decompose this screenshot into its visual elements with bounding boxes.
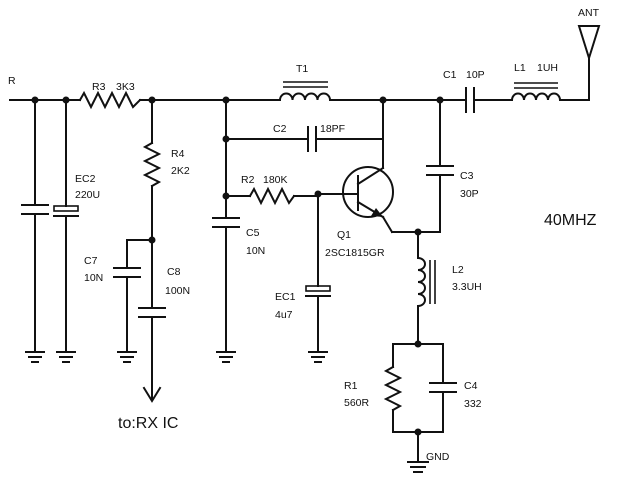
label-ec2-value: 220U bbox=[75, 189, 100, 201]
label-c3-value: 30P bbox=[460, 188, 479, 200]
label-q1-part: 2SC1815GR bbox=[325, 247, 385, 259]
label-r4-ref: R4 bbox=[171, 148, 185, 160]
label-c8-ref: C8 bbox=[167, 266, 181, 278]
t1-transformer bbox=[278, 81, 332, 102]
c5-capacitor bbox=[212, 99, 240, 353]
ground-symbol bbox=[56, 351, 76, 363]
label-l1-value: 1UH bbox=[537, 62, 558, 74]
c1-capacitor bbox=[465, 87, 485, 113]
label-ec2-ref: EC2 bbox=[75, 173, 96, 185]
label-c8-value: 100N bbox=[165, 285, 190, 297]
label-r3-ref: R3 bbox=[92, 81, 106, 93]
label-r2-ref: R2 bbox=[241, 174, 255, 186]
label-antenna: ANT bbox=[578, 7, 600, 19]
label-c5-ref: C5 bbox=[246, 227, 260, 239]
label-ec1-value: 4u7 bbox=[275, 309, 293, 321]
label-frequency: 40MHZ bbox=[544, 212, 597, 229]
c3-capacitor bbox=[417, 99, 454, 233]
label-c4-value: 332 bbox=[464, 398, 482, 410]
label-r1-ref: R1 bbox=[344, 380, 358, 392]
label-c7-value: 10N bbox=[84, 272, 103, 284]
q1-transistor bbox=[342, 99, 419, 234]
ground-symbol bbox=[25, 351, 45, 363]
r2-resistor bbox=[225, 186, 346, 206]
input-capacitor bbox=[21, 99, 49, 353]
ec2-capacitor bbox=[53, 99, 79, 353]
output-arrow bbox=[142, 386, 162, 403]
label-r-input: R bbox=[8, 75, 16, 87]
label-r2-value: 180K bbox=[263, 174, 288, 186]
label-q1-ref: Q1 bbox=[337, 229, 351, 241]
label-l2-value: 3.3UH bbox=[452, 281, 482, 293]
l1-inductor bbox=[510, 82, 562, 102]
ground-symbol bbox=[308, 351, 328, 363]
label-c3-ref: C3 bbox=[460, 170, 474, 182]
label-l1-ref: L1 bbox=[514, 62, 526, 74]
c7-capacitor bbox=[113, 239, 153, 353]
label-r4-value: 2K2 bbox=[171, 165, 190, 177]
label-c2-ref: C2 bbox=[273, 123, 287, 135]
label-r1-value: 560R bbox=[344, 397, 370, 409]
ground-symbol bbox=[216, 351, 236, 363]
label-c2-value: 18PF bbox=[320, 123, 345, 135]
c8-capacitor bbox=[138, 307, 166, 401]
label-gnd: GND bbox=[426, 451, 450, 463]
antenna-symbol bbox=[577, 25, 601, 101]
label-c1-value: 10P bbox=[466, 69, 485, 81]
label-r3-value: 3K3 bbox=[116, 81, 135, 93]
r3-resistor bbox=[78, 90, 142, 110]
label-c5-value: 10N bbox=[246, 245, 265, 257]
gnd-symbol bbox=[407, 431, 429, 473]
r4-resistor bbox=[142, 99, 162, 309]
label-c4-ref: C4 bbox=[464, 380, 478, 392]
c2-capacitor bbox=[225, 126, 384, 152]
label-c1-ref: C1 bbox=[443, 69, 457, 81]
l2-inductor bbox=[416, 231, 436, 345]
label-ec1-ref: EC1 bbox=[275, 291, 296, 303]
r1-resistor bbox=[383, 343, 444, 433]
ec1-capacitor bbox=[305, 193, 331, 353]
label-rx-output: to:RX IC bbox=[118, 415, 178, 432]
c4-capacitor bbox=[429, 343, 457, 433]
ground-symbol bbox=[117, 351, 137, 363]
label-l2-ref: L2 bbox=[452, 264, 464, 276]
label-c7-ref: C7 bbox=[84, 255, 98, 267]
label-t1-ref: T1 bbox=[296, 63, 308, 75]
